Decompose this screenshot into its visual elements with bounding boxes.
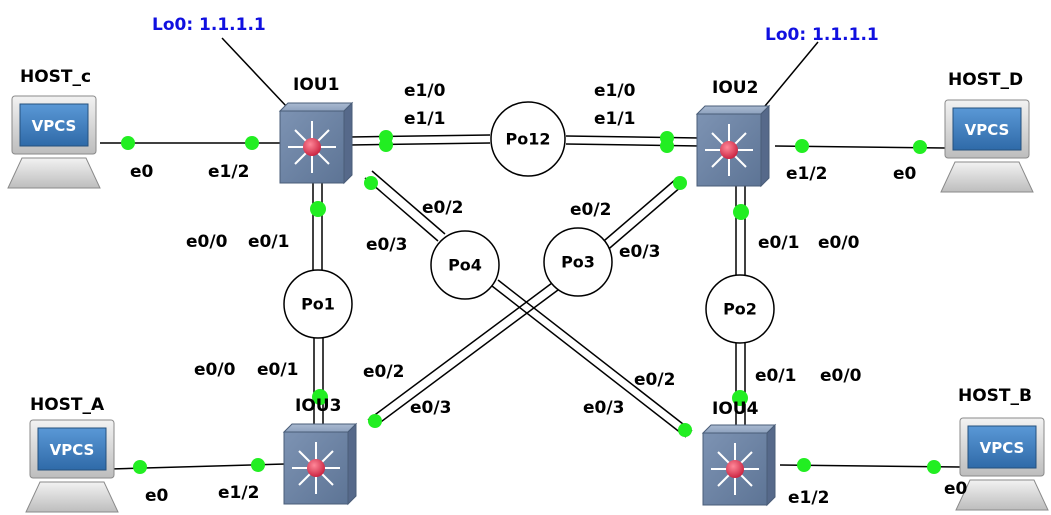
vpcs-label: VPCS [980,439,1025,457]
port-dot [312,389,328,405]
port-dot [251,458,265,472]
iface-label: e0/2 [570,200,611,220]
iface-label: e1/2 [788,488,829,508]
host-label-a: HOST_A [30,395,105,415]
port-dot [245,136,259,150]
port-dot [733,204,749,220]
port-channel-po2[interactable]: Po2 [705,274,775,344]
host-b-computer[interactable]: VPCS [955,417,1049,511]
host-label-b: HOST_B [958,386,1032,406]
po3-label: Po3 [561,253,595,272]
iface-label: e0/3 [583,398,624,418]
iface-label: e1/2 [218,483,259,503]
port-channel-po3[interactable]: Po3 [543,227,613,297]
port-dot [797,458,811,472]
port-indicators [121,130,941,474]
host-label-c: HOST_c [20,67,91,87]
iface-label: e0/3 [619,242,660,262]
port-channel-po4[interactable]: Po4 [430,230,500,300]
port-dot [913,140,927,154]
link-po4-iou4-a [491,285,687,438]
port-dot [732,390,748,406]
iface-label: e0 [893,164,917,184]
iface-label: e0/1 [755,366,796,386]
iface-label: e1/1 [594,109,635,129]
link-iou2-po3-b [603,185,683,254]
port-channel-po1[interactable]: Po1 [283,269,353,339]
loopback-label-iou2: Lo0: 1.1.1.1 [765,25,879,45]
port-dot [133,460,147,474]
port-dot [379,138,393,152]
device-label-iou3: IOU3 [295,396,341,416]
vpcs-label: VPCS [965,121,1010,139]
iface-label: e0/0 [186,232,228,252]
link-po12-iou2-a [565,135,701,139]
port-dot [364,176,378,190]
iface-label: e0/0 [194,360,236,380]
iface-label: e0/1 [248,232,289,252]
switch-iou4[interactable] [701,423,777,507]
port-dot [121,136,135,150]
iface-label: e0/3 [366,235,407,255]
iface-label: e1/0 [404,81,446,101]
host-a-computer[interactable]: VPCS [25,419,119,513]
loopback-callout-iou2 [764,41,819,107]
port-dot [927,460,941,474]
iface-label: e0/0 [818,233,860,253]
device-label-iou2: IOU2 [712,78,758,98]
link-po12-iou2-b [565,143,701,147]
link-iou1-po4-a [364,177,439,242]
loopback-label-iou1: Lo0: 1.1.1.1 [152,15,266,35]
port-dot [310,201,326,217]
switch-iou3[interactable] [282,422,358,506]
switch-iou1[interactable] [278,101,354,185]
iface-label: e1/0 [594,81,636,101]
switch-iou2[interactable] [695,104,771,188]
port-dot [673,176,687,190]
iface-label: e0/1 [257,360,298,380]
link-iou1-po4-b [371,170,446,235]
loopback-callout-iou1 [221,37,288,108]
po2-label: Po2 [723,300,757,319]
link-iou1-po12-b [349,142,491,146]
link-po3-iou3-b [373,289,559,428]
iface-label: e0 [145,486,169,506]
iface-label: e1/2 [208,162,249,182]
iface-label: e0/2 [363,362,404,382]
iface-label: e0/1 [758,233,799,253]
port-dot [368,414,382,428]
po12-label: Po12 [506,130,551,149]
po4-label: Po4 [448,256,482,275]
iface-label: e0/2 [634,370,675,390]
host-c-computer[interactable]: VPCS [7,95,101,189]
iface-label: e0/3 [410,398,451,418]
links [100,37,961,470]
iface-label: e0 [944,479,968,499]
host-d-computer[interactable]: VPCS [940,99,1034,193]
vpcs-label: VPCS [32,117,77,135]
vpcs-label: VPCS [50,441,95,459]
iface-label: e0/2 [422,198,463,218]
link-iou1-po12-a [349,134,491,138]
po1-label: Po1 [301,295,335,314]
port-dot [660,139,674,153]
iface-label: e1/2 [786,164,827,184]
device-label-iou4: IOU4 [712,399,759,419]
port-channel-po12[interactable]: Po12 [490,101,566,177]
device-label-iou1: IOU1 [293,75,339,95]
link-iou2-po3-a [597,178,677,247]
port-dot [795,139,809,153]
iface-label: e0 [130,162,154,182]
iface-label: e1/1 [404,109,445,129]
port-dot [678,423,692,437]
iface-label: e0/0 [820,366,862,386]
host-label-d: HOST_D [948,70,1023,90]
link-po3-iou3-a [367,282,553,421]
link-po4-iou4-b [497,279,693,432]
